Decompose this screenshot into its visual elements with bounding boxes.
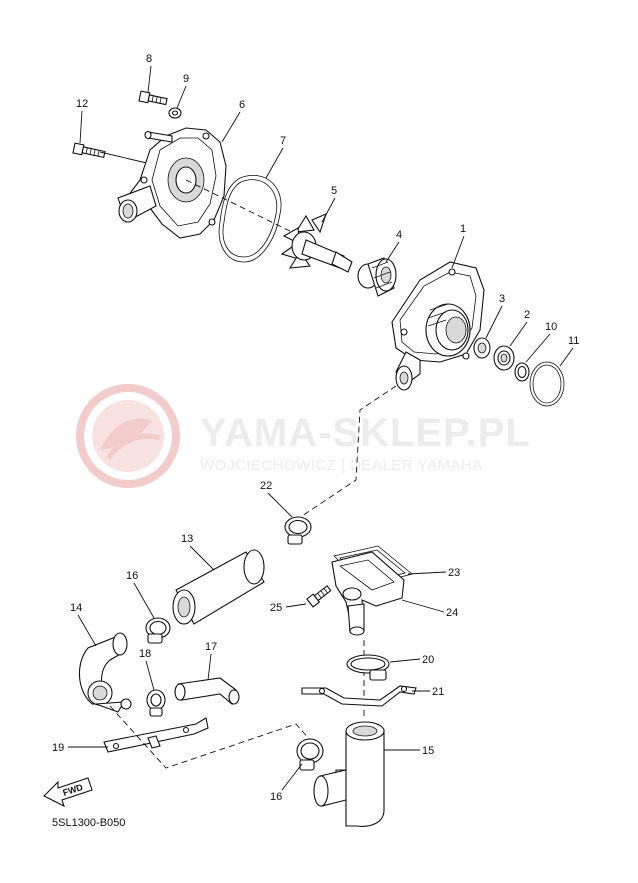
part-21-band xyxy=(301,685,417,707)
watermark: YAMA-SKLEP.PL WOJCIECHOWICZ | DEALER YAM… xyxy=(76,384,531,488)
callout-5: 5 xyxy=(331,185,337,197)
part-18-hose-clamp xyxy=(146,689,166,717)
callout-23: 23 xyxy=(448,567,460,579)
part-7-gasket xyxy=(218,175,282,263)
callout-7: 7 xyxy=(280,135,286,147)
callout-16-lower: 16 xyxy=(270,791,282,803)
part-16-hose-clamp-lower xyxy=(296,738,324,771)
watermark-subtitle: WOJCIECHOWICZ | DEALER YAMAHA xyxy=(200,457,483,474)
part-5-impeller xyxy=(280,213,353,273)
part-17-small-hose xyxy=(174,677,240,705)
callout-14: 14 xyxy=(70,602,82,614)
diagram-code: 5SL1300-B050 xyxy=(52,817,125,829)
callout-17: 17 xyxy=(205,641,217,653)
callout-6: 6 xyxy=(239,99,245,111)
part-10-circlip xyxy=(514,362,530,382)
callout-24: 24 xyxy=(446,607,458,619)
part-15-pipe xyxy=(313,721,385,827)
part-22-hose-clamp xyxy=(284,516,312,545)
callout-18: 18 xyxy=(139,648,151,660)
part-9-washer xyxy=(168,107,182,119)
callout-22: 22 xyxy=(260,480,272,492)
callout-12: 12 xyxy=(76,98,88,110)
part-24-outlet-fitting xyxy=(331,551,405,636)
callout-11: 11 xyxy=(568,335,579,347)
part-19-bracket xyxy=(103,717,209,753)
part-6-pump-cover xyxy=(99,127,301,239)
watermark-title: YAMA-SKLEP.PL xyxy=(200,411,531,455)
fwd-arrow-icon: FWD xyxy=(43,777,93,808)
callout-2: 2 xyxy=(524,309,530,321)
part-2-bearing xyxy=(493,345,515,371)
callout-10: 10 xyxy=(545,321,557,333)
callout-20: 20 xyxy=(422,654,434,666)
part-4-seal xyxy=(357,257,397,297)
callout-15: 15 xyxy=(422,745,434,757)
callout-16-upper: 16 xyxy=(126,570,138,582)
part-13-hose xyxy=(172,549,265,625)
part-8-bolt xyxy=(138,90,168,106)
callout-8: 8 xyxy=(146,53,152,65)
callout-19: 19 xyxy=(52,742,64,754)
yamaha-logo-watermark xyxy=(76,384,180,488)
callout-9: 9 xyxy=(183,73,189,85)
callout-3: 3 xyxy=(499,293,505,305)
callout-4: 4 xyxy=(396,229,402,241)
callout-25: 25 xyxy=(270,602,282,614)
part-11-o-ring xyxy=(529,361,565,407)
part-1-pump-housing xyxy=(391,261,485,391)
part-14-elbow-hose xyxy=(78,632,132,713)
part-20-hose-clamp xyxy=(346,654,390,681)
part-16-hose-clamp-upper xyxy=(145,617,171,644)
part-25-bolt xyxy=(306,585,332,608)
callout-21: 21 xyxy=(432,686,444,698)
callout-1: 1 xyxy=(460,223,466,235)
part-3-bearing xyxy=(473,337,491,359)
part-12-bolt xyxy=(72,142,106,159)
callout-13: 13 xyxy=(181,533,193,545)
